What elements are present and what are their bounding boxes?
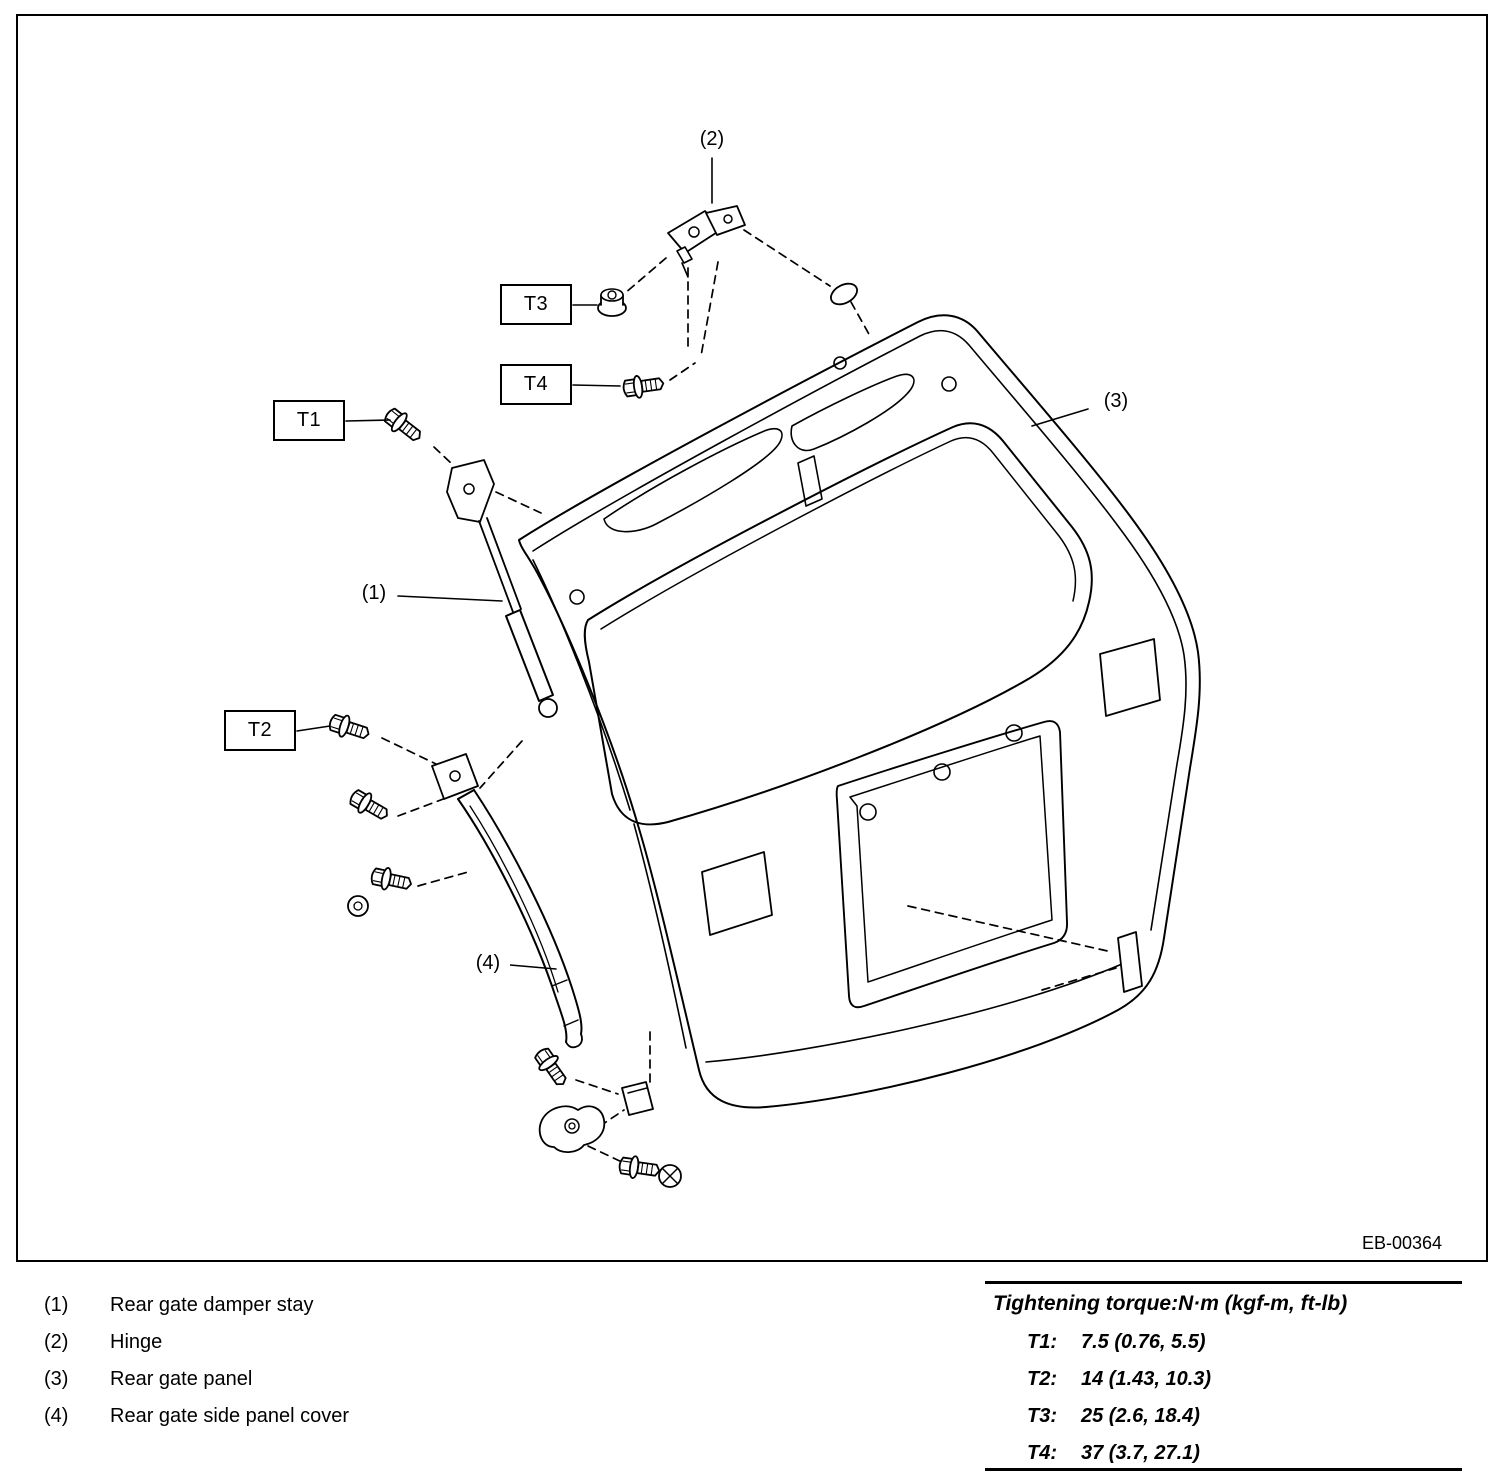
torque-key: T4: xyxy=(1027,1442,1057,1464)
screw-latch-lower xyxy=(617,1153,662,1183)
figure-code: EB-00364 xyxy=(1361,1233,1442,1253)
bolt-cover-lower xyxy=(368,863,415,896)
flange-nut xyxy=(597,288,627,317)
damper-stay xyxy=(446,459,558,718)
gate-inner-line xyxy=(532,329,1187,931)
legend-label: Rear gate side panel cover xyxy=(110,1405,350,1427)
side-panel-cover xyxy=(347,753,583,1049)
part-label-3: (3) xyxy=(1092,390,1140,412)
legend-label: Rear gate damper stay xyxy=(110,1294,314,1316)
torque-value: 37 (3.7, 27.1) xyxy=(1081,1442,1200,1464)
bolt-cover-upper xyxy=(345,785,394,827)
torque-key: T1: xyxy=(1027,1331,1057,1353)
torque-row-t4: T4: 37 (3.7, 27.1) xyxy=(985,1442,1462,1468)
legend-row-1: (1) Rear gate damper stay xyxy=(0,1294,700,1320)
legend-row-2: (2) Hinge xyxy=(0,1331,700,1357)
legend-label: Hinge xyxy=(110,1331,163,1353)
torque-row-t1: T1: 7.5 (0.76, 5.5) xyxy=(985,1331,1462,1357)
bolt-t1 xyxy=(380,403,428,448)
torque-value: 7.5 (0.76, 5.5) xyxy=(1081,1331,1206,1353)
legend-num: (4) xyxy=(44,1405,69,1427)
torque-row-t3: T3: 25 (2.6, 18.4) xyxy=(985,1405,1462,1431)
bolt-t2 xyxy=(326,710,373,746)
torque-table: Tightening torque:N·m (kgf-m, ft-lb) T1:… xyxy=(985,1281,1462,1471)
gate-outline xyxy=(518,314,1201,1109)
screw-latch-upper xyxy=(530,1043,574,1092)
bolt-t4 xyxy=(621,371,666,401)
hinge xyxy=(667,205,746,278)
torque-key: T3: xyxy=(1027,1405,1057,1427)
latch-parts xyxy=(538,1081,682,1188)
legend-num: (1) xyxy=(44,1294,69,1316)
shim-plate xyxy=(1117,931,1143,993)
torque-table-title: Tightening torque:N·m (kgf-m, ft-lb) xyxy=(993,1292,1348,1315)
part-label-2: (2) xyxy=(692,128,732,150)
legend-row-3: (3) Rear gate panel xyxy=(0,1368,700,1394)
torque-row-t2: T2: 14 (1.43, 10.3) xyxy=(985,1368,1462,1394)
part-label-1: (1) xyxy=(352,582,396,604)
leader-lines xyxy=(296,157,1089,970)
torque-callout-t4: T4 xyxy=(500,364,572,405)
gate-window xyxy=(583,422,1093,826)
legend-label: Rear gate panel xyxy=(110,1368,253,1390)
torque-callout-t1: T1 xyxy=(273,400,345,441)
torque-callout-t3: T3 xyxy=(500,284,572,325)
body-hole xyxy=(830,282,858,306)
legend-row-4: (4) Rear gate side panel cover xyxy=(0,1405,700,1431)
license-recess xyxy=(835,720,1068,1009)
legend-num: (3) xyxy=(44,1368,69,1390)
torque-key: T2: xyxy=(1027,1368,1057,1390)
assembly-dashed-lines xyxy=(381,229,1117,1165)
legend-num: (2) xyxy=(44,1331,69,1353)
torque-value: 25 (2.6, 18.4) xyxy=(1081,1405,1200,1427)
part-label-4: (4) xyxy=(466,952,510,974)
torque-callout-t2: T2 xyxy=(224,710,296,751)
diagram-frame xyxy=(16,14,1488,1262)
torque-value: 14 (1.43, 10.3) xyxy=(1081,1368,1212,1390)
